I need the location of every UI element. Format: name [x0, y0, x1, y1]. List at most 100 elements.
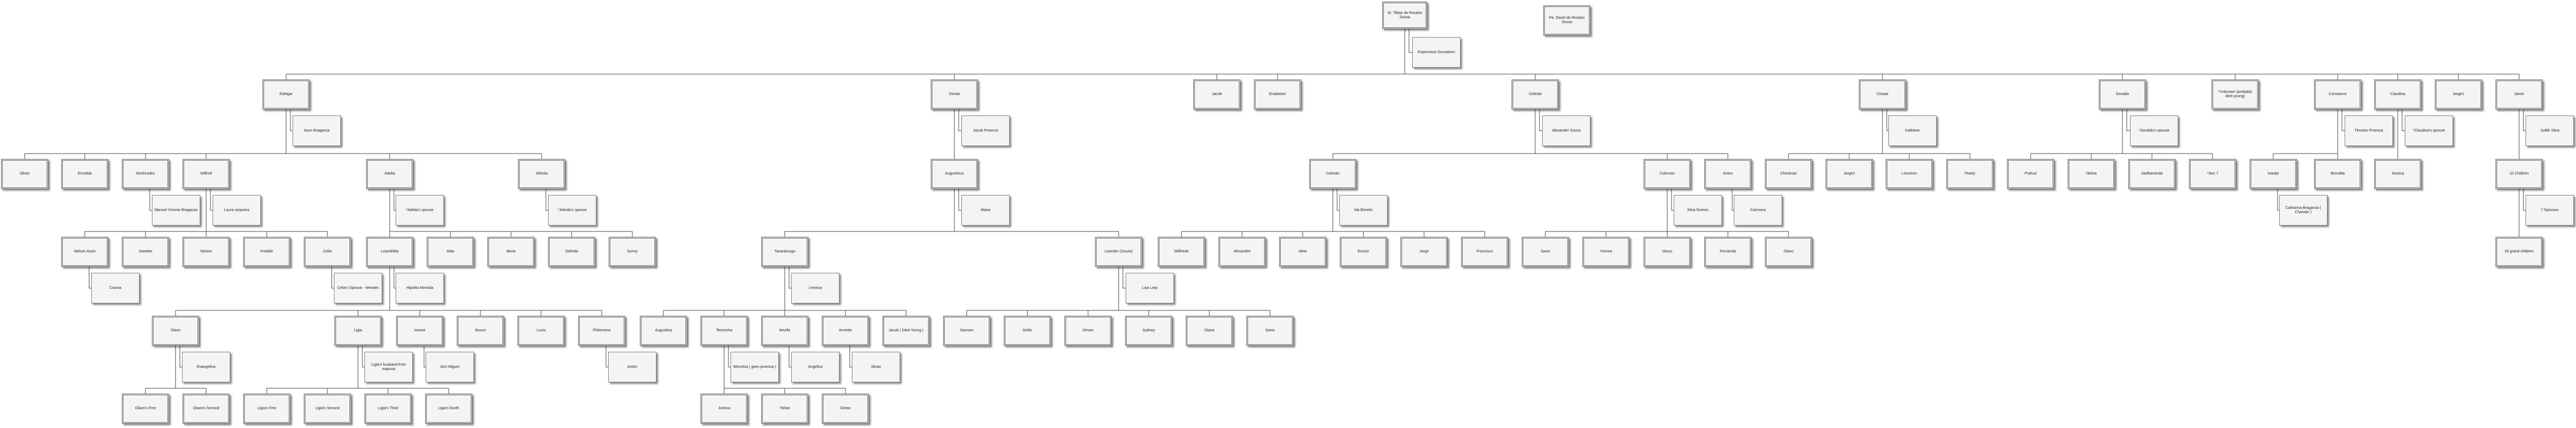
tree-node[interactable]: Brendita [2314, 159, 2361, 189]
tree-node[interactable]: 28 grand children [2495, 237, 2543, 267]
tree-node[interactable]: Philomena [578, 316, 625, 346]
tree-node[interactable]: Olinto [1, 159, 48, 189]
tree-node[interactable]: Teresinha [700, 316, 748, 346]
tree-node[interactable]: Ligia's Third [364, 394, 412, 424]
tree-node[interactable]: Yvonne [1582, 237, 1630, 267]
tree-node[interactable]: Bosco [457, 316, 504, 346]
tree-node[interactable]: Nitsha [2068, 159, 2115, 189]
tree-node[interactable]: Neville [761, 316, 808, 346]
tree-node[interactable]: Ida Beretto [1339, 195, 1388, 226]
tree-node[interactable]: Leandrilda [366, 237, 413, 267]
tree-node[interactable]: Leander (Souza) [1095, 237, 1142, 267]
tree-node[interactable]: Jelinda [518, 159, 565, 189]
tree-node[interactable]: Celestin [1309, 159, 1356, 189]
tree-node[interactable]: Joshua [700, 394, 748, 424]
tree-node[interactable]: Berta [487, 237, 535, 267]
tree-node[interactable]: Catharina Braganza ( Chandor ) [2279, 195, 2327, 226]
tree-node[interactable]: Avon Braganza [293, 115, 341, 146]
tree-node[interactable]: *Son 7 [2189, 159, 2236, 189]
tree-node[interactable]: Geraldo [2099, 79, 2146, 110]
tree-node[interactable]: Yohan [761, 394, 808, 424]
tree-node[interactable]: Wilfriedo [1158, 237, 1205, 267]
tree-node[interactable]: Jorge [1400, 237, 1448, 267]
tree-node[interactable]: Manuel Vicente Braganza [152, 195, 200, 226]
tree-node[interactable]: Evangelina [182, 352, 230, 382]
tree-node[interactable]: Lisa Leta [1126, 273, 1174, 303]
tree-node[interactable]: Jessica [2374, 159, 2421, 189]
tree-node[interactable]: *Jelinda's spouse [548, 195, 596, 226]
tree-node[interactable]: Ligia [334, 316, 382, 346]
tree-node[interactable]: Delilo [1004, 316, 1051, 346]
tree-node[interactable]: Sydney [1125, 316, 1172, 346]
tree-node[interactable]: 7 Spouses [2526, 195, 2574, 226]
tree-node[interactable]: *Adelia's spouse [396, 195, 444, 226]
tree-node[interactable]: Jorge1 [2435, 79, 2482, 110]
tree-node[interactable]: Pearly [1946, 159, 1994, 189]
tree-node[interactable]: Francisco [1461, 237, 1508, 267]
tree-node[interactable]: Edeigar [262, 79, 310, 110]
tree-node[interactable]: Ermelda [61, 159, 108, 189]
tree-node[interactable]: Lucio [517, 316, 565, 346]
tree-node[interactable]: Nelson Assis [61, 237, 108, 267]
tree-node[interactable]: Anton [608, 352, 656, 382]
tree-node[interactable]: Ligia's Second [304, 394, 351, 424]
tree-node[interactable]: Anton [1704, 159, 1752, 189]
tree-node[interactable]: Jaime [2495, 79, 2543, 110]
tree-node[interactable]: Nelson [183, 237, 230, 267]
tree-node[interactable]: Ivonne [396, 316, 443, 346]
tree-node[interactable]: Celia's Spouse - Mendes [334, 273, 382, 303]
tree-node[interactable]: Angelica [791, 352, 840, 382]
tree-node[interactable]: Cesaar [1859, 79, 1906, 110]
tree-node[interactable]: Otmila [931, 79, 978, 110]
tree-node[interactable]: Adelia [366, 159, 413, 189]
tree-node[interactable]: Celia [304, 237, 351, 267]
tree-node[interactable]: Constance [2314, 79, 2361, 110]
tree-node[interactable]: Maria [961, 195, 1010, 226]
tree-node[interactable]: Jacob [1193, 79, 1240, 110]
tree-node[interactable]: Sadhananda [2128, 159, 2176, 189]
tree-node[interactable]: Eunice [1340, 237, 1387, 267]
tree-node[interactable]: Jacob ( Died Young ) [882, 316, 930, 346]
tree-node[interactable]: Sr. Tibias do Rosário Sousa [1382, 2, 1427, 29]
tree-node[interactable]: Silva Gomes [1674, 195, 1722, 226]
tree-node[interactable]: Ligia's First [243, 394, 290, 424]
tree-node[interactable]: Judith Silva [2526, 115, 2574, 146]
tree-node[interactable]: Augustina [640, 316, 687, 346]
tree-node[interactable]: Ligia's husband from mapusa [364, 352, 413, 382]
tree-node[interactable]: Wilfred [183, 159, 230, 189]
tree-node[interactable]: Leonica [791, 273, 840, 303]
tree-node[interactable]: Augustinus [931, 159, 978, 189]
tree-node[interactable]: Jewelee [122, 237, 169, 267]
tree-node[interactable]: Christinas [1765, 159, 1812, 189]
tree-node[interactable]: Samson [943, 316, 990, 346]
tree-node[interactable]: Carmona [1734, 195, 1782, 226]
tree-node[interactable]: Ivantjo [2250, 159, 2297, 189]
tree-node[interactable]: Savio [1246, 316, 1294, 346]
tree-node[interactable]: Freddie [243, 237, 290, 267]
tree-node[interactable]: Aline [1279, 237, 1326, 267]
tree-node[interactable]: Tavaratunga [761, 237, 808, 267]
tree-node[interactable]: Olavo [152, 316, 199, 346]
tree-node[interactable]: Olavo's Second [183, 394, 230, 424]
tree-node[interactable]: Celinda [1512, 79, 1559, 110]
tree-node[interactable]: Olavo's First [122, 394, 169, 424]
tree-node[interactable]: Ligia's fourth [425, 394, 472, 424]
tree-node[interactable]: Eradwiner [1254, 79, 1301, 110]
tree-node[interactable]: Vasco [1644, 237, 1691, 267]
tree-node[interactable]: Wenshia ( goes proenca ) [731, 352, 779, 382]
tree-node[interactable]: Claudina [2374, 79, 2421, 110]
tree-node[interactable]: Timoteo Proenca [2345, 115, 2393, 146]
tree-node[interactable]: Alda [427, 237, 474, 267]
tree-node[interactable]: Geri Miguel [426, 352, 474, 382]
tree-node[interactable]: Cosma [91, 273, 140, 303]
tree-node[interactable]: Annette [822, 316, 869, 346]
tree-node[interactable]: 10 Children [2495, 159, 2543, 189]
tree-node[interactable]: Alexander Souza [1542, 115, 1590, 146]
tree-node[interactable]: Doran [822, 394, 869, 424]
tree-node[interactable]: Laura sequeira [213, 195, 261, 226]
tree-node[interactable]: Alexandre [1218, 237, 1266, 267]
tree-node[interactable]: Diana [1186, 316, 1233, 346]
tree-node[interactable]: Hipolito Almeida [396, 273, 444, 303]
tree-node[interactable]: Delinda [548, 237, 595, 267]
tree-node[interactable]: Fernanda [1704, 237, 1752, 267]
